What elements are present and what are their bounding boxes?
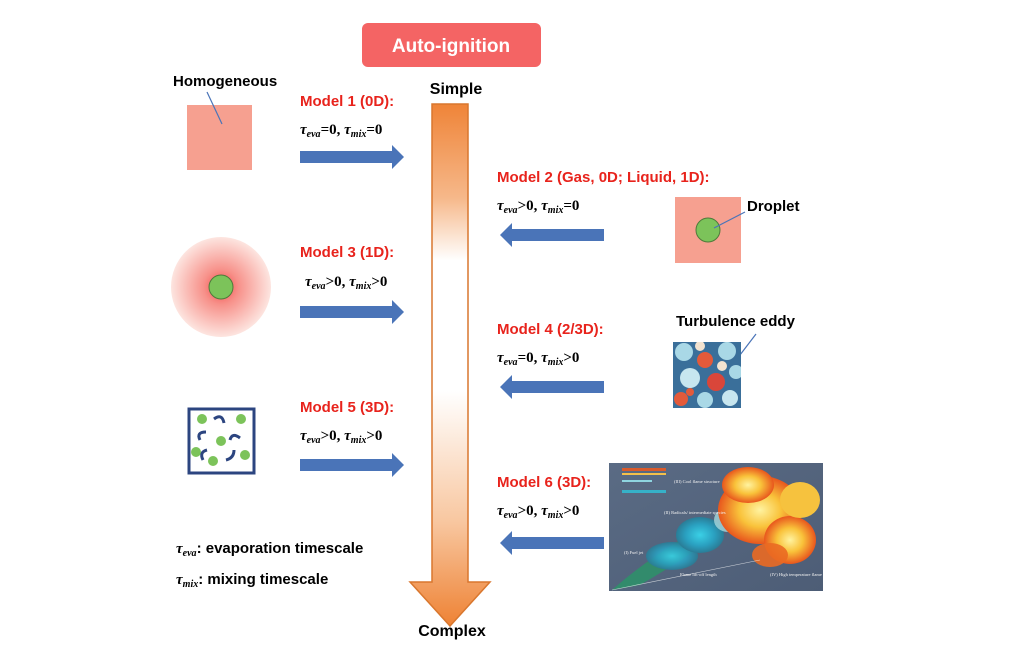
model-5-title: Model 5 (3D): [300, 399, 394, 416]
homogeneous-label: Homogeneous [173, 73, 277, 90]
model-4-title: Model 4 (2/3D): [497, 321, 604, 338]
droplet-label: Droplet [747, 198, 800, 215]
legend-mix: τmix: mixing timescale [176, 571, 328, 590]
title-text: Auto-ignition [392, 36, 510, 57]
model-1-title: Model 1 (0D): [300, 93, 394, 110]
model-1-arrow [300, 145, 404, 169]
droplet-pointer [713, 211, 746, 229]
model-4-arrow [500, 375, 604, 399]
mixing-droplet [208, 456, 218, 466]
axis-top-label: Simple [430, 81, 483, 98]
homogeneous-square [187, 105, 252, 170]
svg-text:(III) Cool flame structure: (III) Cool flame structure [674, 479, 720, 484]
eddy-swirl-icon [228, 433, 241, 441]
model-5-formula: τeva>0, τmix>0 [300, 428, 382, 446]
model-2-arrow [500, 223, 604, 247]
svg-text:(II) Radicals/ intermediate sp: (II) Radicals/ intermediate species [664, 510, 726, 515]
model-4-formula: τeva=0, τmix>0 [497, 350, 579, 368]
model-6-arrow [500, 531, 604, 555]
model-5-arrow [300, 453, 404, 477]
model-6-title: Model 6 (3D): [497, 474, 591, 491]
legend-eva: τeva: evaporation timescale [176, 540, 363, 559]
svg-text:(I) Fuel jet: (I) Fuel jet [624, 550, 644, 555]
mixing-droplet [240, 450, 250, 460]
homogeneous-pointer [206, 91, 223, 125]
mixing-droplet [197, 414, 207, 424]
turbulence-eddy-image [673, 342, 741, 408]
model-3-formula: τeva>0, τmix>0 [305, 274, 387, 292]
title-badge [362, 23, 541, 67]
eddy-swirl-icon [213, 415, 226, 424]
eddy-swirl-icon [197, 430, 207, 441]
mixing-droplet [216, 436, 226, 446]
svg-text:Flame lift-off length: Flame lift-off length [680, 572, 717, 577]
model-6-formula: τeva>0, τmix>0 [497, 503, 579, 521]
droplet-circle [695, 217, 721, 243]
axis-bottom-label: Complex [418, 623, 486, 640]
model-1-formula: τeva=0, τmix=0 [300, 122, 382, 140]
model-3-arrow [300, 300, 404, 324]
eddy-swirl-icon [225, 449, 236, 462]
turbulence-eddy-label: Turbulence eddy [676, 313, 796, 330]
eddy-swirl-icon [200, 448, 208, 461]
model-2-title: Model 2 (Gas, 0D; Liquid, 1D): [497, 169, 710, 186]
model-3-title: Model 3 (1D): [300, 244, 394, 261]
flame-simulation-image: (III) Cool flame structure (II) Radicals… [609, 463, 823, 591]
mixing-droplet [191, 447, 201, 457]
model-2-formula: τeva>0, τmix=0 [497, 198, 579, 216]
spray-droplet [208, 274, 234, 300]
complexity-axis-arrow [408, 103, 492, 628]
mixing-droplet [236, 414, 246, 424]
svg-text:(IV) High temperature flame: (IV) High temperature flame [770, 572, 822, 577]
